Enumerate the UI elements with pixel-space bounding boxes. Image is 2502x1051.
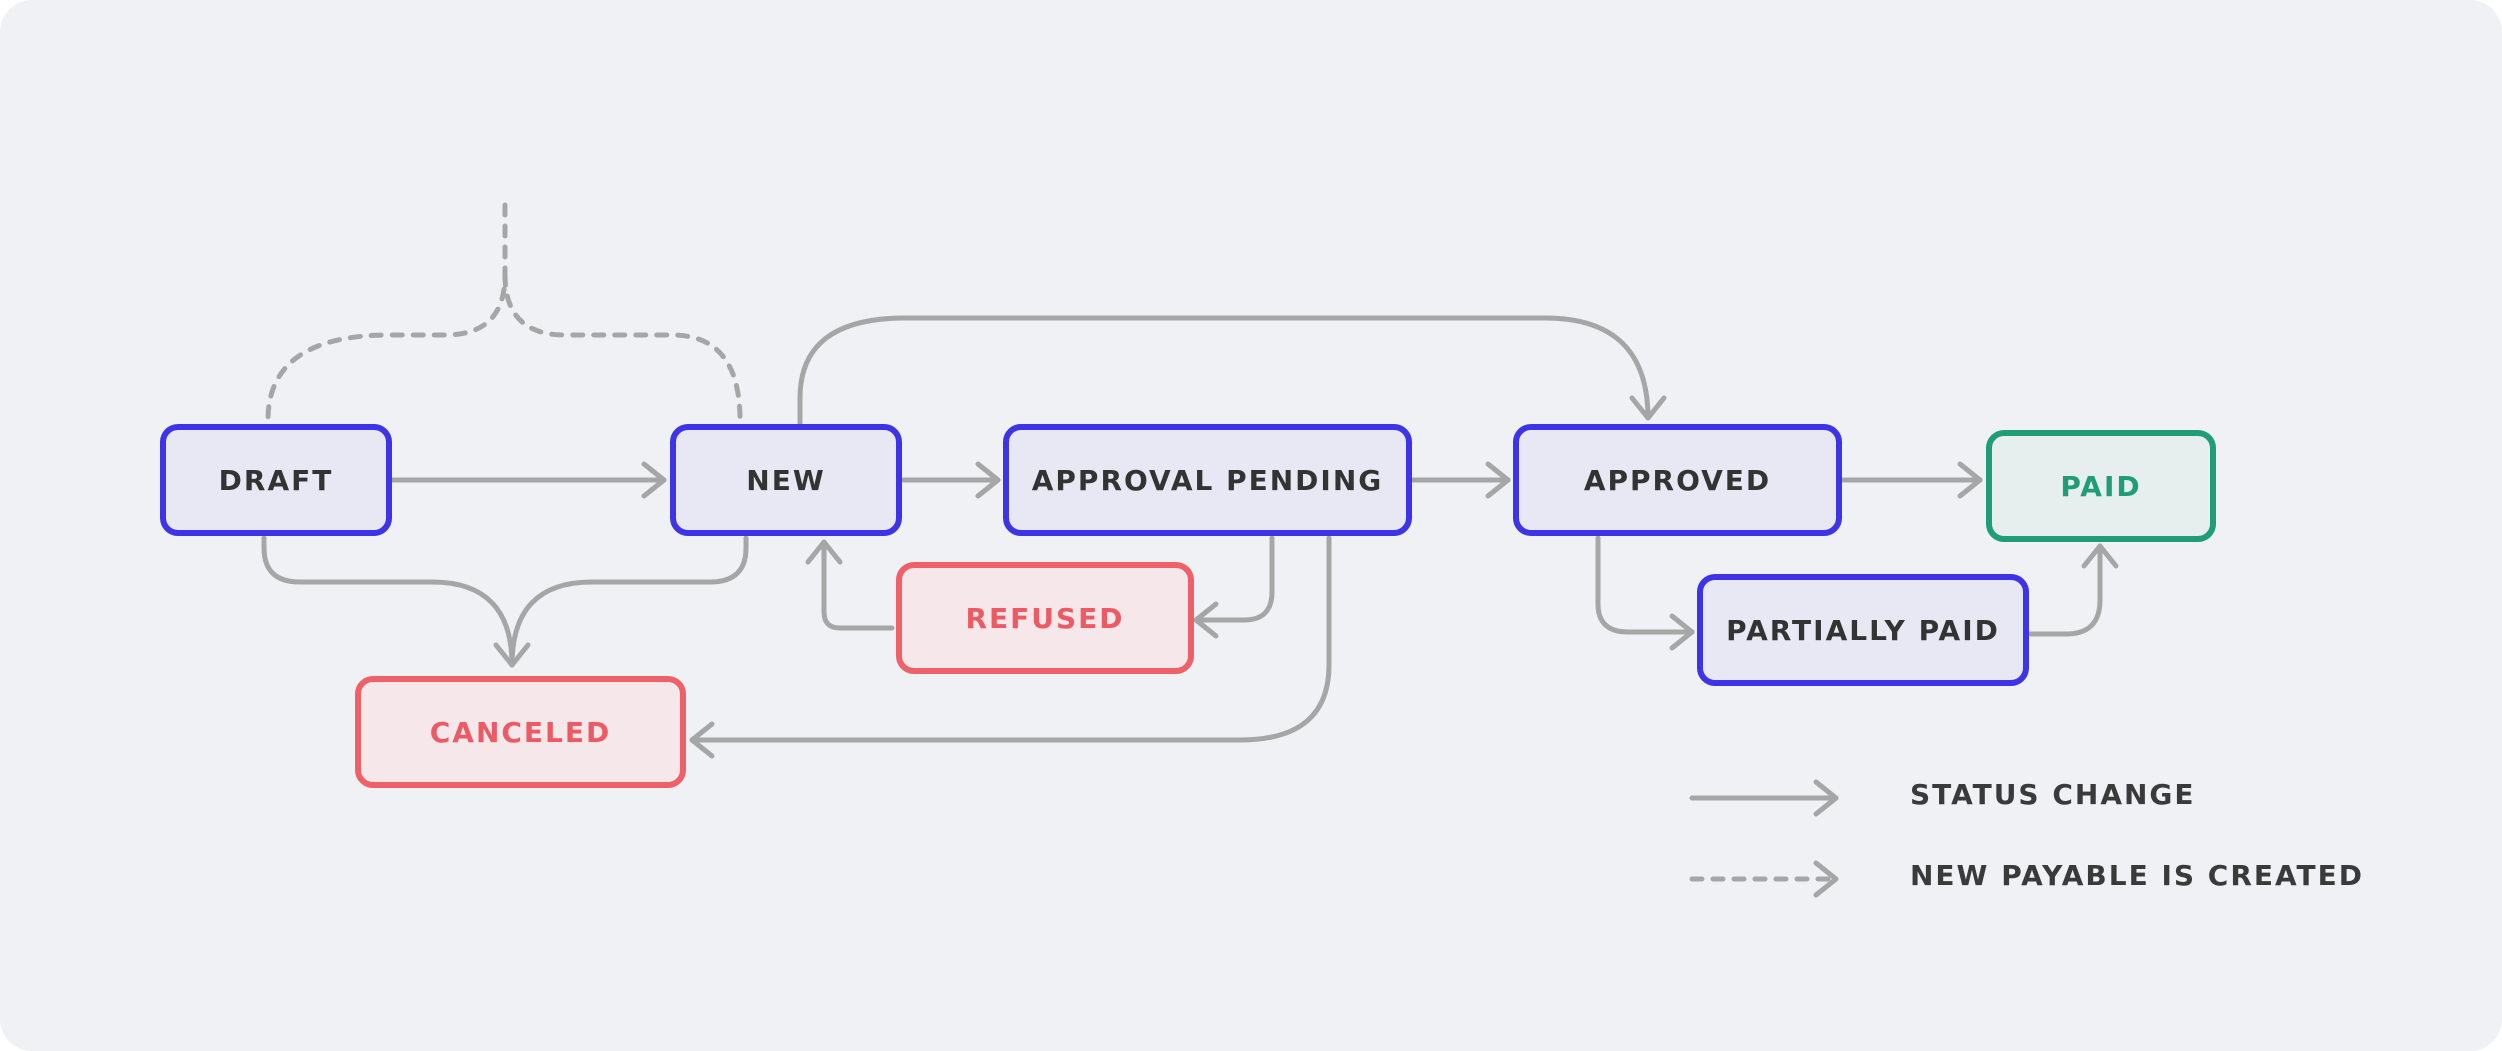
dashed-new-branch	[502, 272, 743, 423]
status-approved: APPROVED	[1513, 424, 1842, 536]
status-partially-paid: PARTIALLY PAID	[1697, 574, 2029, 686]
arrow-partially-paid-to-paid	[2027, 543, 2119, 637]
dashed-draft-new-connector	[265, 202, 508, 423]
legend-new-payable-label: NEW PAYABLE IS CREATED	[1910, 859, 2364, 892]
status-refused: REFUSED	[896, 562, 1194, 674]
status-paid: PAID	[1986, 430, 2216, 542]
arrow-new-to-canceled	[509, 535, 749, 668]
arrow-refused-to-new	[805, 539, 895, 631]
status-approval-pending: APPROVAL PENDING	[1003, 424, 1412, 536]
status-draft: DRAFT	[160, 424, 392, 536]
status-canceled: CANCELED	[355, 676, 686, 788]
arrow-draft-to-canceled	[261, 535, 531, 668]
status-new: NEW	[670, 424, 902, 536]
legend-status-change-label: STATUS CHANGE	[1910, 778, 2196, 811]
arrow-approval-pending-to-refused	[1193, 535, 1275, 639]
arrow-approved-to-partially-paid	[1595, 535, 1695, 651]
arrow-approval-pending-to-canceled	[689, 535, 1332, 759]
arrow-new-to-approved	[797, 315, 1667, 427]
